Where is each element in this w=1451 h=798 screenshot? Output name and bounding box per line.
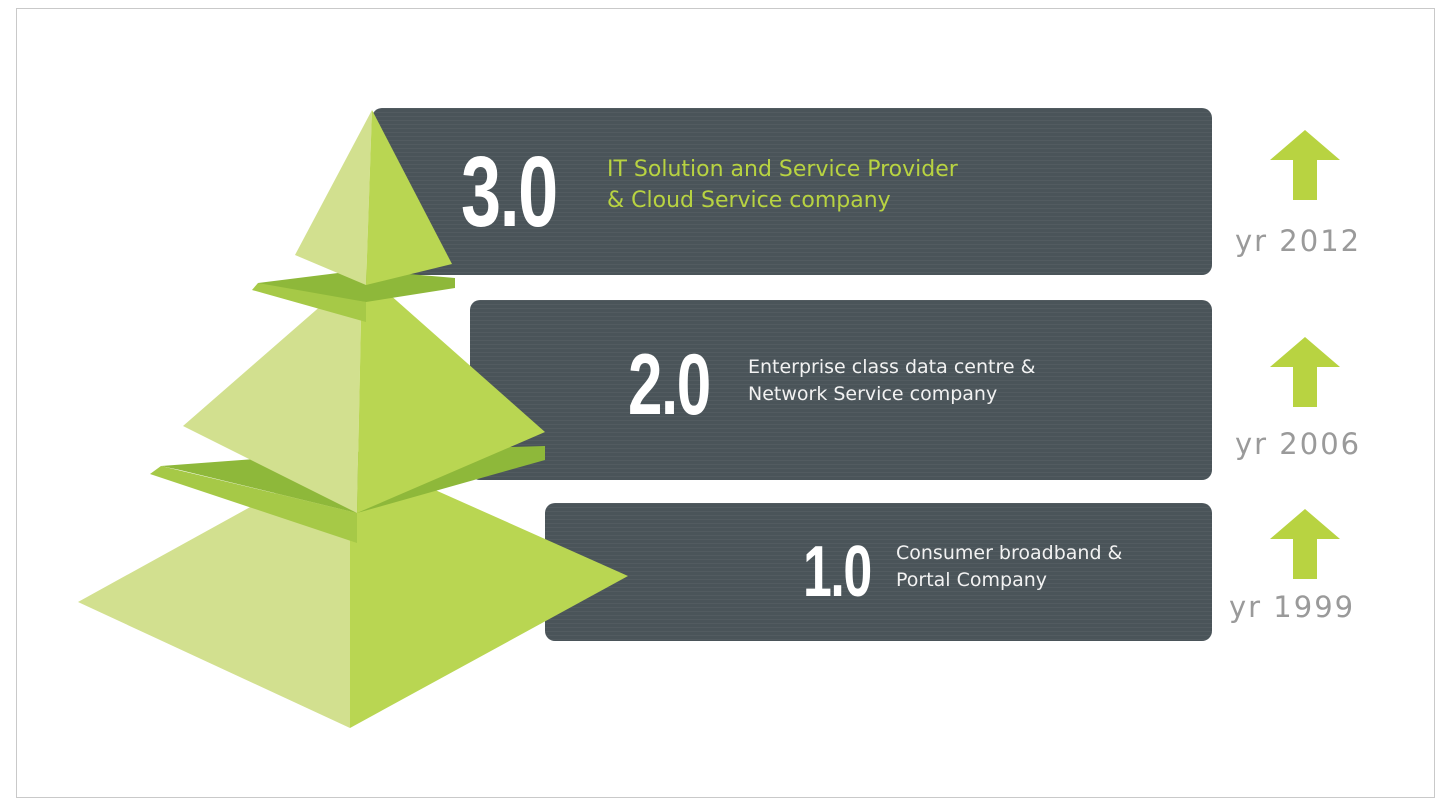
tier-3-version: 3.0 bbox=[461, 136, 558, 248]
pyramid-tier-2 bbox=[183, 270, 545, 513]
pyramid-tier-1 bbox=[78, 452, 628, 728]
tier-1-description: Consumer broadband & Portal Company bbox=[896, 540, 1122, 593]
tier-3-band bbox=[372, 108, 1212, 275]
tier-2-description-line-2: Network Service company bbox=[748, 382, 998, 405]
tier-2-version: 2.0 bbox=[628, 337, 711, 433]
pyramid-tier-3 bbox=[295, 110, 452, 285]
up-arrow-icon bbox=[1270, 337, 1340, 407]
tier-1-description-line-2: Portal Company bbox=[896, 568, 1048, 591]
tier-1-year: yr 1999 bbox=[1229, 590, 1356, 624]
tier-2-year: yr 2006 bbox=[1235, 427, 1362, 461]
tier-3-year: yr 2012 bbox=[1235, 224, 1362, 258]
tier-3-description-line-1: IT Solution and Service Provider bbox=[607, 157, 958, 182]
tier-3-description-line-2: & Cloud Service company bbox=[607, 187, 891, 213]
pyramid-step-2 bbox=[252, 270, 455, 322]
tier-2-description-line-1: Enterprise class data centre & bbox=[748, 356, 1036, 378]
tier-1-version: 1.0 bbox=[803, 532, 872, 612]
tier-1-band bbox=[545, 503, 1212, 641]
up-arrow-icon bbox=[1270, 130, 1340, 200]
tier-3-description: IT Solution and Service Provider & Cloud… bbox=[607, 155, 958, 217]
up-arrow-icon bbox=[1270, 509, 1340, 579]
tier-2-description: Enterprise class data centre & Network S… bbox=[748, 354, 1035, 407]
tier-2-band bbox=[470, 300, 1212, 480]
tier-1-description-line-1: Consumer broadband & bbox=[896, 542, 1123, 564]
